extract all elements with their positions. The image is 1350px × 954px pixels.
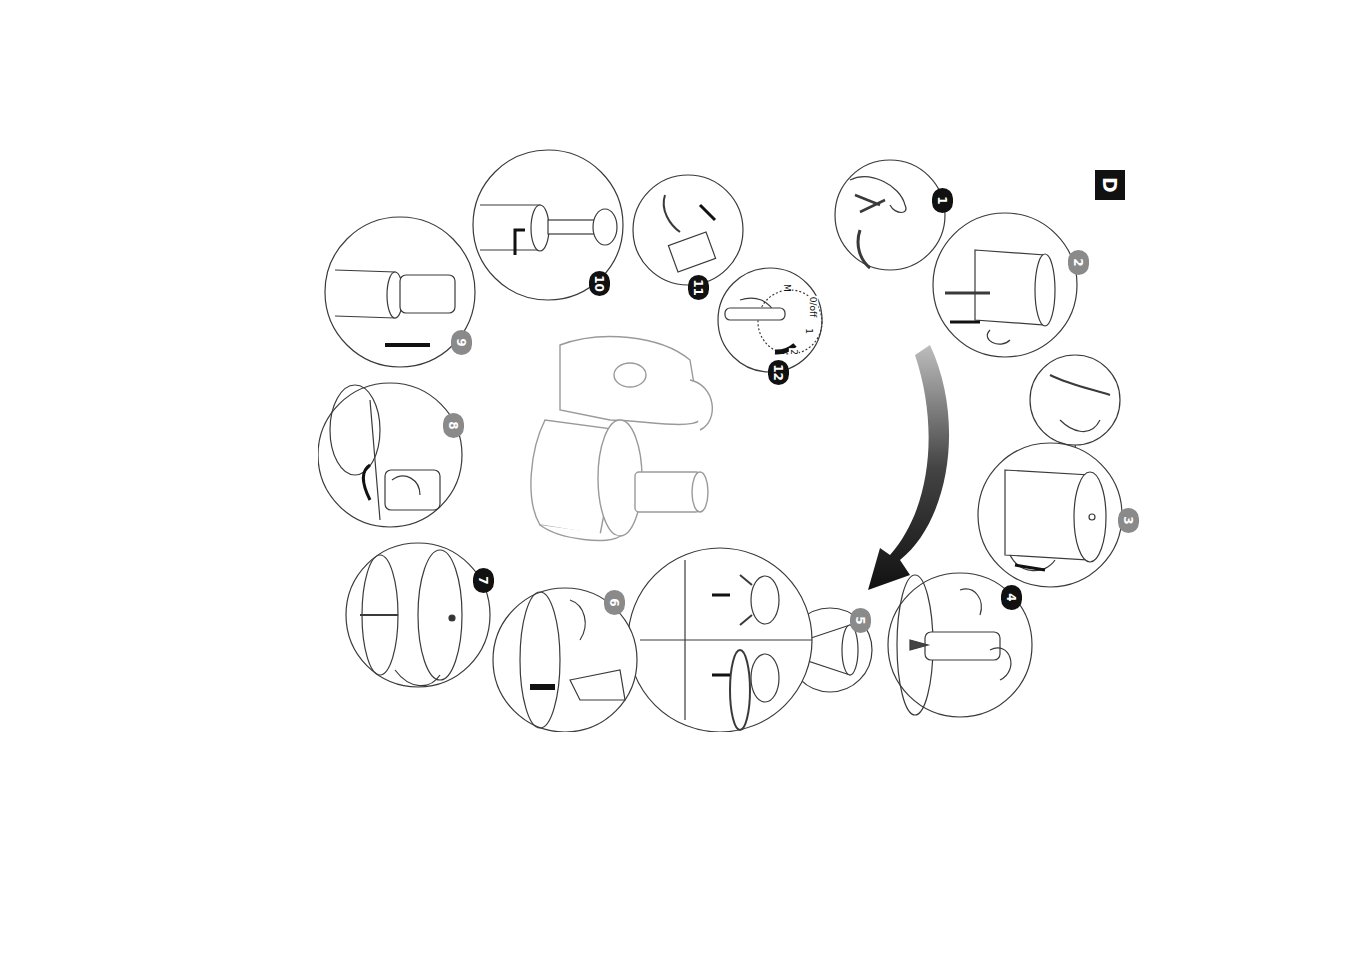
step-figure bbox=[978, 443, 1122, 587]
step-figure bbox=[346, 543, 490, 687]
callout-number: 11 bbox=[688, 275, 709, 300]
callout-number: 7 bbox=[473, 568, 494, 593]
callout-number: 2 bbox=[1068, 250, 1089, 275]
callout-number: 8 bbox=[443, 413, 464, 438]
step-figure bbox=[718, 268, 822, 372]
step-figure bbox=[318, 383, 462, 527]
callout-number: 3 bbox=[1118, 508, 1139, 533]
callout-number: 1 bbox=[932, 188, 953, 213]
step-figure bbox=[628, 548, 812, 732]
step-figure bbox=[888, 573, 1032, 717]
step-figure bbox=[473, 150, 623, 300]
appliance bbox=[531, 337, 712, 541]
dial-setting: 1 bbox=[804, 327, 814, 335]
dial-setting: 0/off bbox=[808, 296, 818, 318]
step-figure bbox=[325, 217, 475, 367]
callout-number: 9 bbox=[451, 330, 472, 355]
callout-number: 5 bbox=[850, 608, 871, 633]
step-figure bbox=[493, 588, 637, 732]
callout-number: 12 bbox=[768, 360, 789, 385]
dial-setting: 2 bbox=[789, 348, 799, 356]
direction-arrow bbox=[868, 345, 949, 590]
step-figure bbox=[835, 160, 945, 270]
step-figure bbox=[933, 213, 1077, 357]
section-letter: D bbox=[1095, 170, 1125, 200]
callout-number: 6 bbox=[604, 590, 625, 615]
callout-number: 4 bbox=[1001, 585, 1022, 610]
dial-setting: M bbox=[782, 283, 792, 293]
step-figure bbox=[633, 175, 743, 285]
callout-number: 10 bbox=[589, 271, 610, 296]
